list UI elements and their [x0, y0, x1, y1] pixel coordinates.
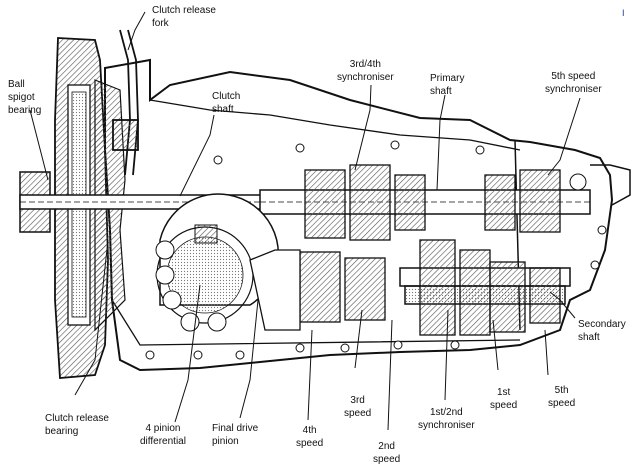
differential	[155, 193, 301, 332]
label-4th-speed: 4th speed	[296, 425, 324, 449]
label-3rd-4th-synchroniser: 3rd/4th synchroniser	[337, 59, 394, 83]
label-clutch-release-bearing: Clutch release bearing	[45, 413, 109, 437]
label-secondary-shaft: Secondary shaft	[578, 319, 626, 343]
label-primary-shaft: Primary shaft	[430, 73, 465, 97]
label-1st-speed: 1st speed	[490, 387, 518, 411]
casing-bolts	[145, 140, 607, 360]
label-final-drive-pinion: Final drive pinion	[212, 423, 259, 447]
label-2nd-speed: 2nd speed	[373, 441, 401, 465]
corner-mark: I	[622, 8, 625, 18]
label-ball-spigot-bearing: Ball spigot bearing	[8, 79, 42, 116]
label-3rd-speed: 3rd speed	[344, 395, 372, 419]
leader-lines	[29, 11, 581, 431]
transmission-casing	[104, 58, 631, 372]
label-5th-speed-synchroniser: 5th speed synchroniser	[545, 71, 602, 95]
label-clutch-shaft: Clutch shaft	[212, 91, 241, 115]
label-1st-2nd-synchroniser: 1st/2nd synchroniser	[418, 407, 475, 431]
primary-gears	[304, 164, 561, 241]
release-fork	[112, 29, 139, 176]
secondary-gears	[299, 239, 561, 336]
label-5th-speed: 5th speed	[548, 385, 576, 409]
label-4-pinion-differential: 4 pinion differential	[140, 423, 186, 447]
label-clutch-release-fork: Clutch release fork	[152, 5, 216, 29]
